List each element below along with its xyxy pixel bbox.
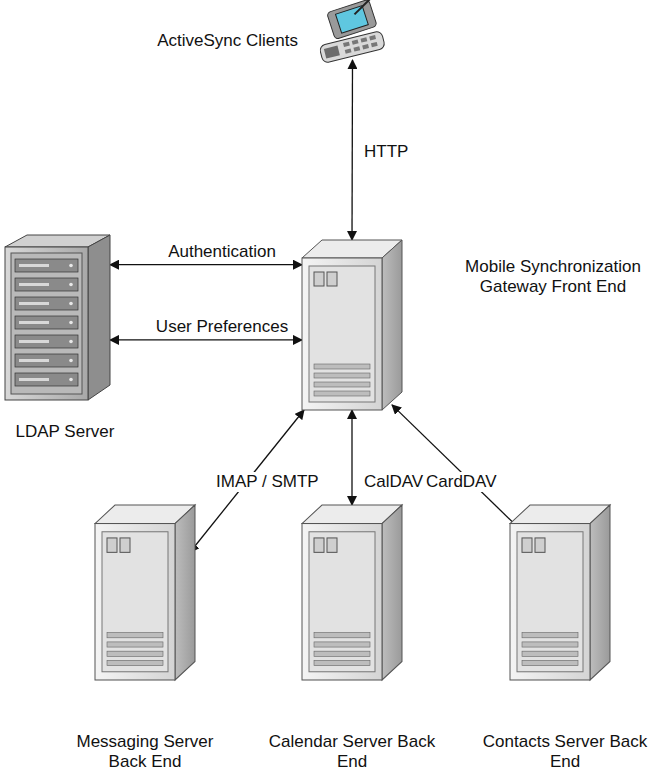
connector-label: IMAP / SMTP xyxy=(214,472,321,492)
server-node: LDAP Server xyxy=(0,230,135,450)
connector-arrow xyxy=(110,339,302,340)
node-label: Contacts Server Back End xyxy=(480,732,650,771)
connector-label: CalDAV xyxy=(362,472,425,492)
connector-label: User Preferences xyxy=(154,317,290,337)
connector-arrow xyxy=(110,264,302,265)
node-label: Calendar Server Back End xyxy=(267,732,437,771)
node-label: Mobile Synchronization Gateway Front End xyxy=(445,257,661,296)
connector-label: HTTP xyxy=(362,142,410,162)
rack-server-icon xyxy=(5,235,110,400)
connector-arrow xyxy=(351,60,353,240)
server-node: Contacts Server Back End xyxy=(480,500,650,784)
server-icon xyxy=(302,240,402,410)
node-label: LDAP Server xyxy=(0,422,130,442)
server-node: Calendar Server Back End xyxy=(267,500,437,784)
mobile-devices-icon xyxy=(310,2,395,60)
server-icon xyxy=(510,505,610,680)
connector-arrow xyxy=(351,410,352,505)
server-icon xyxy=(95,505,195,680)
server-icon xyxy=(302,505,402,680)
client-device-group: ActiveSync Clients xyxy=(130,0,400,64)
server-node: Mobile Synchronization Gateway Front End xyxy=(297,235,666,415)
connector-label: Authentication xyxy=(166,242,278,262)
node-label: ActiveSync Clients xyxy=(130,31,298,51)
connector-label: CardDAV xyxy=(424,472,499,492)
node-label: Messaging Server Back End xyxy=(60,732,230,771)
server-node: Messaging Server Back End xyxy=(60,500,230,784)
